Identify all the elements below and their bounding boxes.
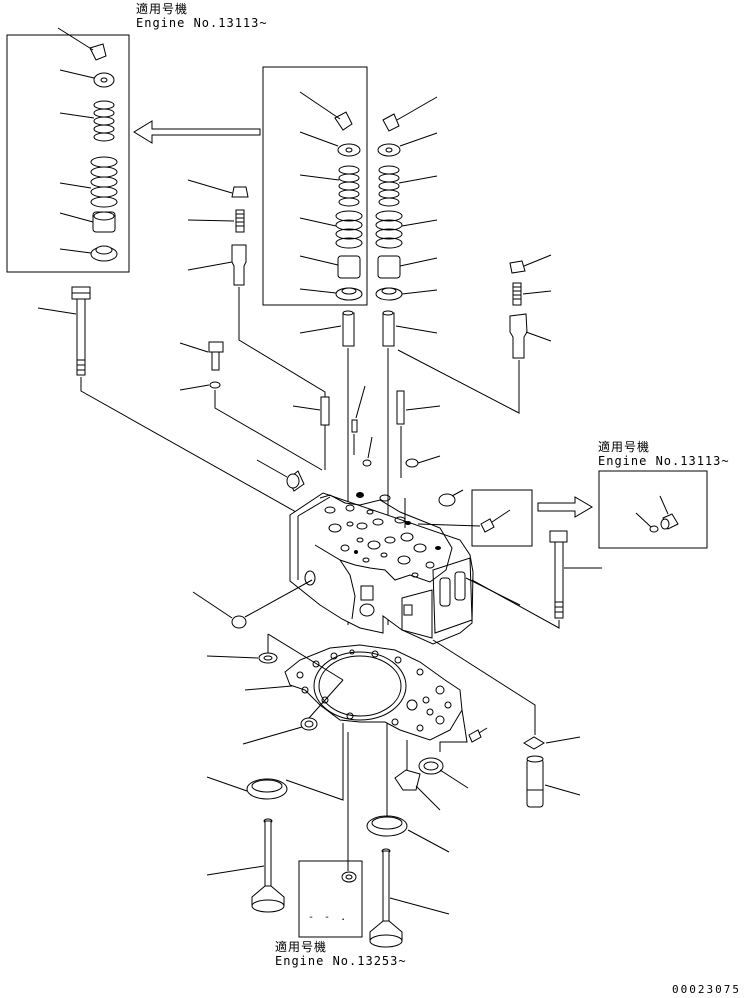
note-bottom-engine: Engine No.13253~ bbox=[275, 954, 407, 968]
cylinder-head bbox=[289, 492, 474, 645]
note-top-left: 適用号機 Engine No.13113~ bbox=[136, 2, 268, 30]
exhaust-valve bbox=[369, 848, 450, 948]
gasket-leaders bbox=[206, 633, 344, 745]
valve-seat-left bbox=[206, 723, 344, 801]
inset-bottom-mark: - - . bbox=[308, 912, 349, 923]
note-right-jp: 適用号機 bbox=[598, 440, 651, 454]
expansion-plugs bbox=[256, 455, 464, 507]
drawing-code: 00023075 bbox=[672, 983, 741, 996]
gasket-right-fittings bbox=[394, 709, 488, 811]
adjust-screw-group-left bbox=[187, 179, 326, 470]
intake-valve bbox=[206, 818, 285, 913]
arrow-to-inset bbox=[133, 120, 261, 144]
note-bottom: 適用号機 Engine No.13253~ bbox=[275, 940, 407, 968]
valve-spring-box bbox=[262, 66, 438, 306]
arrow-to-right-inset bbox=[537, 496, 593, 518]
valve-cotter-part bbox=[89, 43, 107, 61]
small-bolt-washer bbox=[179, 341, 323, 471]
head-bolt-left bbox=[37, 286, 297, 513]
note-top-left-jp: 適用号機 bbox=[136, 2, 189, 16]
note-top-left-engine: Engine No.13113~ bbox=[136, 16, 268, 30]
inset-box-right bbox=[598, 470, 708, 549]
valve-stem-seal-part bbox=[92, 211, 116, 233]
inset-box-bottom bbox=[298, 732, 363, 938]
inner-spring-part bbox=[93, 100, 115, 142]
cup-plug-left bbox=[192, 579, 313, 629]
inset-box-top-left bbox=[6, 27, 130, 273]
nozzle-sleeve bbox=[432, 639, 581, 808]
valve-seat-right bbox=[366, 723, 450, 853]
outer-spring-part bbox=[90, 156, 118, 208]
note-right: 適用号機 Engine No.13113~ bbox=[598, 440, 730, 468]
head-bolt-right bbox=[471, 530, 602, 629]
head-gasket bbox=[284, 644, 463, 741]
adjust-screw-group-right bbox=[397, 254, 552, 414]
note-right-engine: Engine No.13113~ bbox=[598, 454, 730, 468]
note-bottom-jp: 適用号機 bbox=[275, 940, 328, 954]
inset-box-right-small bbox=[417, 489, 533, 547]
push-rods bbox=[292, 385, 441, 478]
